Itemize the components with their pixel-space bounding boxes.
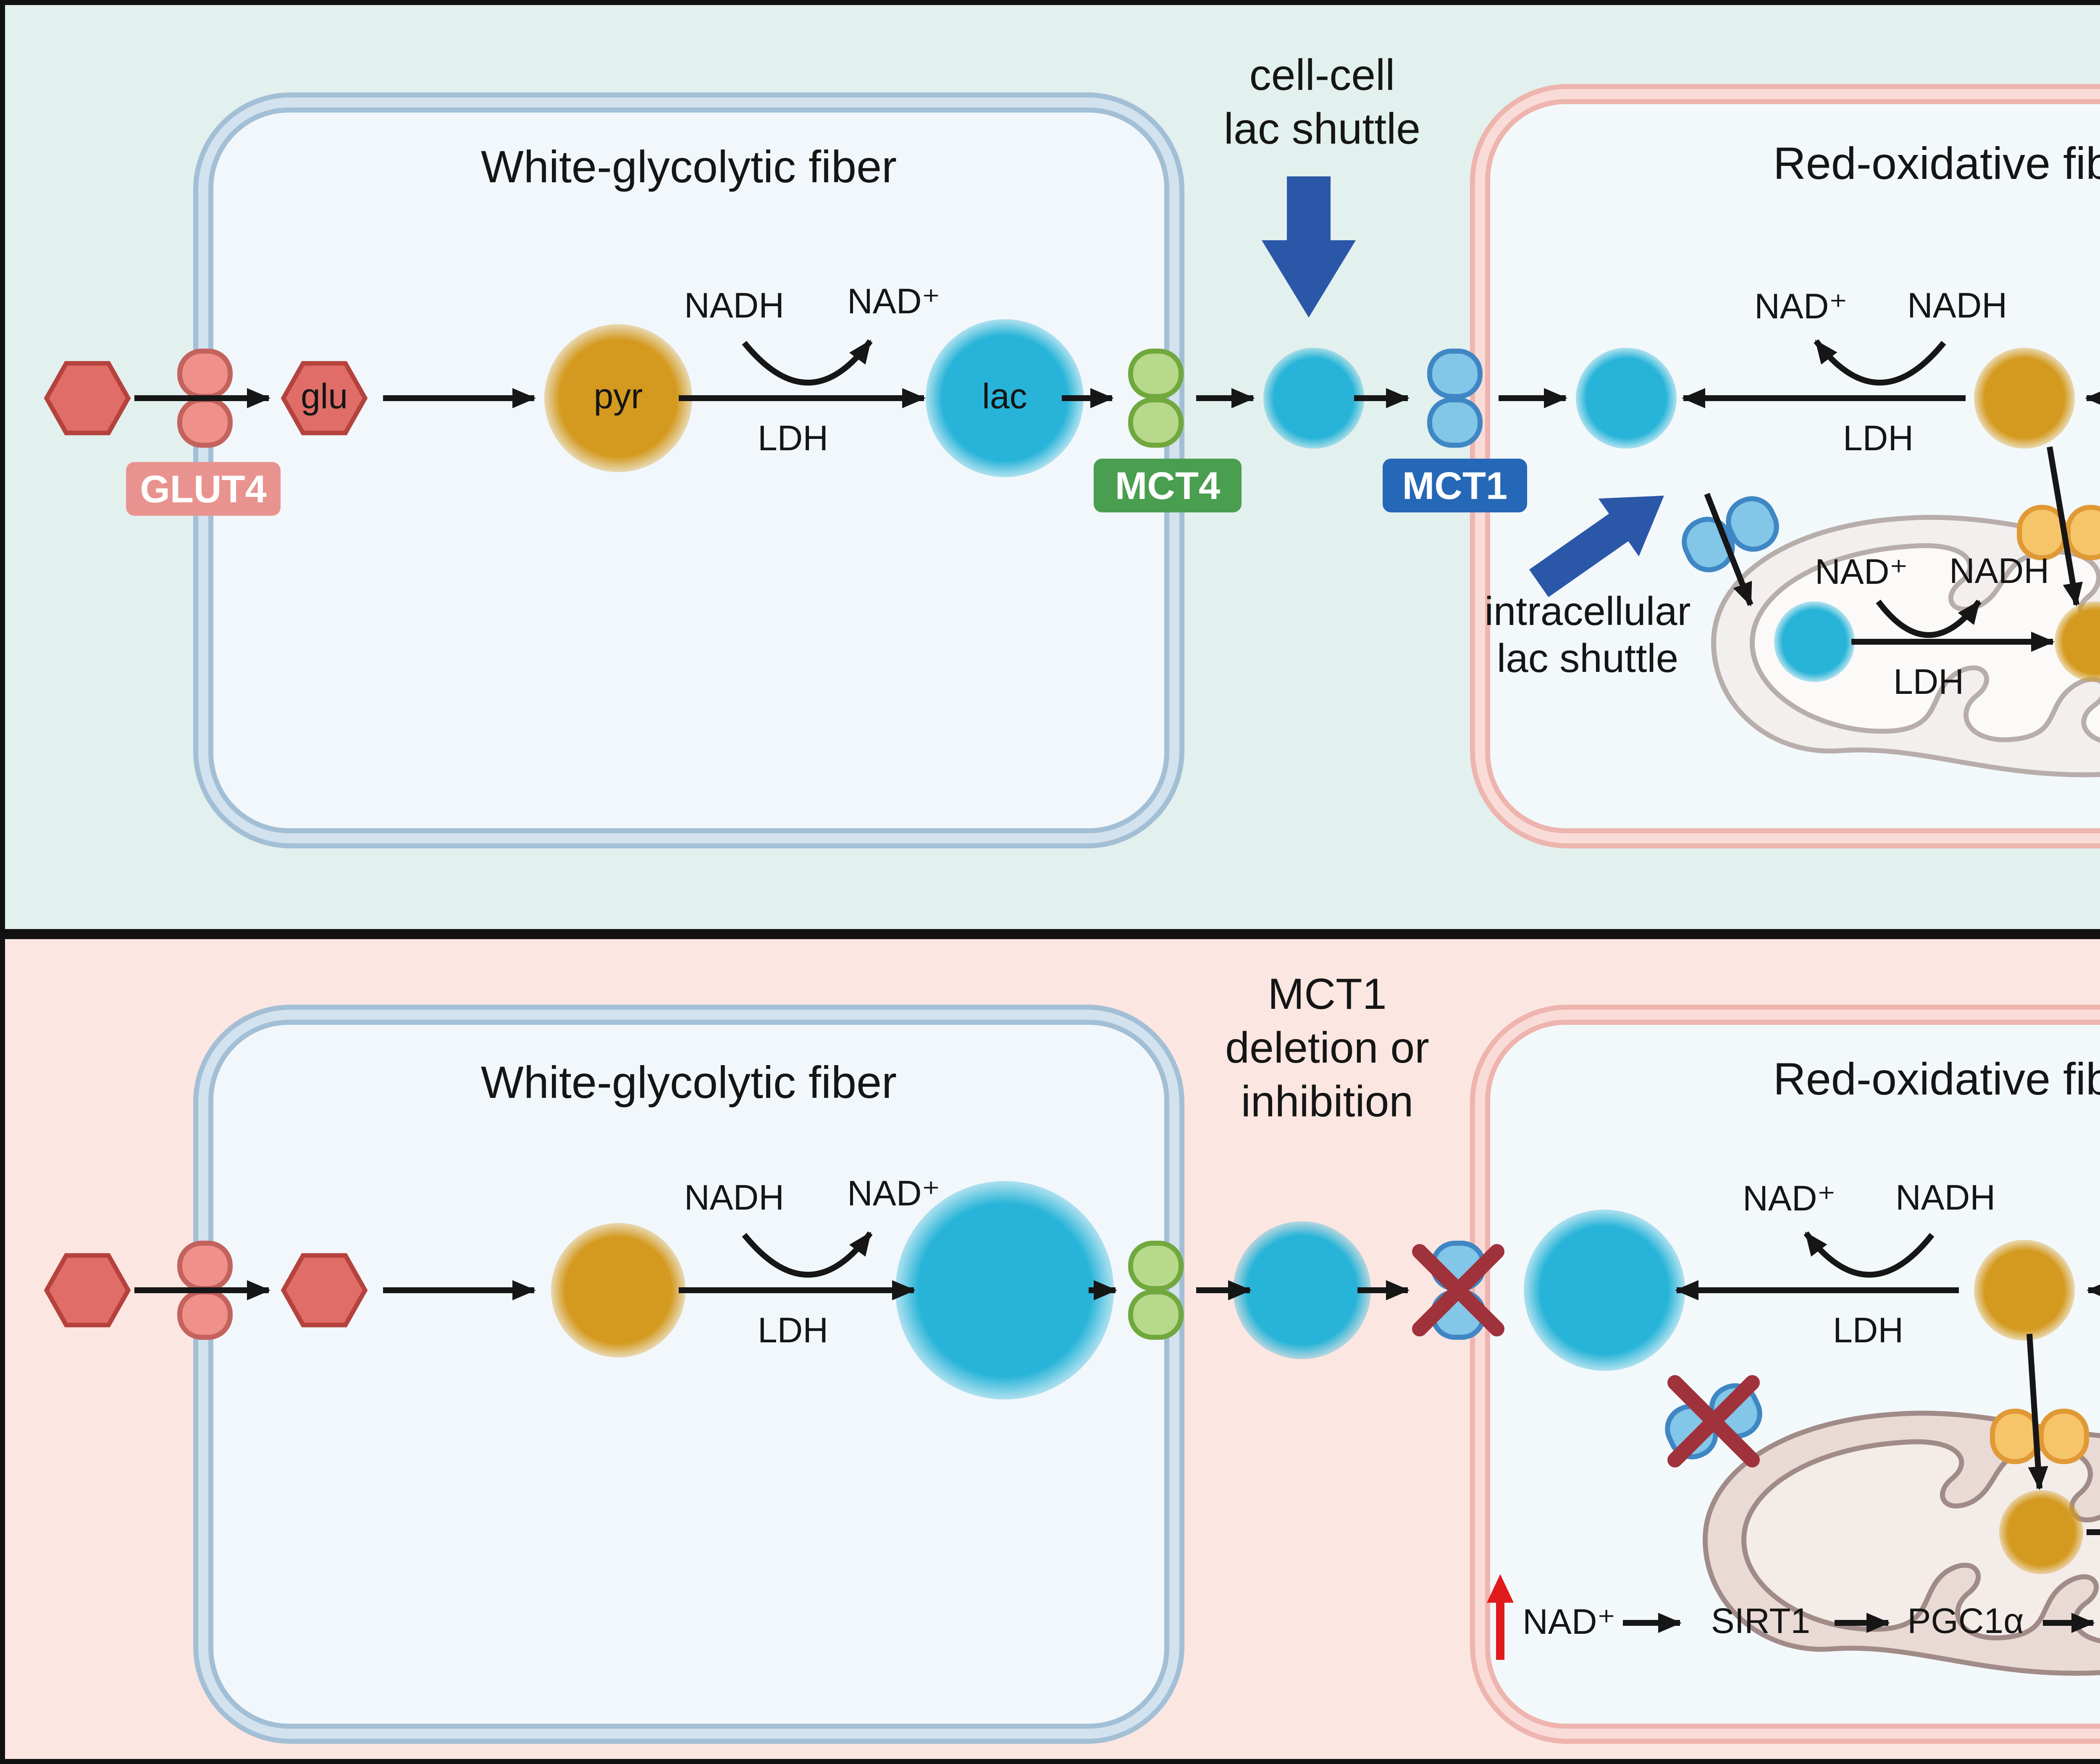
cell-cell-shuttle-label-line1: cell-cell [1249,50,1395,100]
label-pyr: pyr [593,378,643,417]
label-nad-white-top: NAD⁺ [847,283,940,322]
pyruvate-redfiber-dot-bottom [1974,1240,2075,1341]
label-nad-red-bottom: NAD⁺ [1743,1180,1836,1219]
mct1-channel-icon [1430,351,1480,445]
mct4-channel-icon [1131,351,1181,445]
label-nadh-red-top: NADH [1907,287,2008,326]
lactate-redfiber-dot-bottom [1524,1210,1685,1371]
label-glu: glu [300,378,348,417]
lactate-extracellular-dot-bottom [1233,1221,1371,1359]
label-ldh-red-bottom: LDH [1832,1312,1904,1351]
label-pgc1a: PGC1α [1907,1603,2024,1641]
lactate-mito-dot [1774,601,1855,682]
pyruvate-mito-dot-bottom [1999,1490,2083,1574]
cell-cell-shuttle-label-line2: lac shuttle [1223,103,1421,154]
label-ldh-red-top: LDH [1843,420,1914,459]
pyruvate-dot [544,324,692,472]
glucose-hexagon-bottom-inner-icon [283,1255,365,1325]
glut4-channel-icon [180,351,230,445]
top-white-fiber-title: White-glycolytic fiber [480,142,897,192]
pyruvate-dot-bottom [551,1223,685,1357]
lactate-accumulated-dot [895,1181,1114,1399]
bottom-title-line3: inhibition [1241,1076,1414,1126]
bottom-white-glycolytic-fiber-cell [193,1005,1184,1744]
bottom-white-fiber-title: White-glycolytic fiber [480,1058,897,1108]
lactate-extracellular-dot [1263,348,1364,449]
intracellular-shuttle-label-line1: intracellular [1484,590,1691,635]
bottom-red-fiber-title: Red-oxidative fiber [1773,1054,2100,1105]
label-nad-mito-top: NAD⁺ [1815,554,1908,592]
glut4-badge: GLUT4 [126,462,281,516]
label-sirt1: SIRT1 [1711,1603,1811,1641]
intracellular-shuttle-label-line2: lac shuttle [1496,637,1679,682]
lactate-dot [926,319,1084,477]
label-nadh-mito-top: NADH [1949,553,2050,591]
mct4-channel-bottom-icon [1131,1243,1181,1337]
label-ldh-mito-top: LDH [1893,664,1964,702]
glucose-hexagon-bottom-icon [46,1255,129,1325]
mct1-channel-blocked-icon [1433,1243,1483,1337]
label-nad-pathway: NAD⁺ [1522,1604,1616,1642]
label-ldh-white-bottom: LDH [757,1312,829,1351]
lactate-redfiber-dot [1576,348,1677,449]
label-ldh-white-top: LDH [757,420,829,459]
glut4-channel-bottom-icon [180,1243,230,1337]
bottom-title-line1: MCT1 [1268,969,1387,1019]
glucose-hexagon-icon [46,363,129,433]
mct4-badge: MCT4 [1094,459,1242,512]
label-nad-white-bottom: NAD⁺ [847,1175,940,1214]
label-lac: lac [982,378,1027,417]
label-nadh-red-bottom: NADH [1895,1179,1996,1218]
mct1-badge: MCT1 [1383,459,1527,512]
label-nadh-white-bottom: NADH [684,1179,785,1218]
label-nadh-white-top: NADH [684,287,785,326]
top-red-fiber-title: Red-oxidative fiber [1773,139,2100,189]
mpc-channel-bottom-icon [1992,1411,2087,1462]
pyruvate-redfiber-dot [1974,348,2075,449]
bottom-title-line2: deletion or [1225,1022,1429,1073]
label-nad-red-top: NAD⁺ [1754,288,1848,327]
